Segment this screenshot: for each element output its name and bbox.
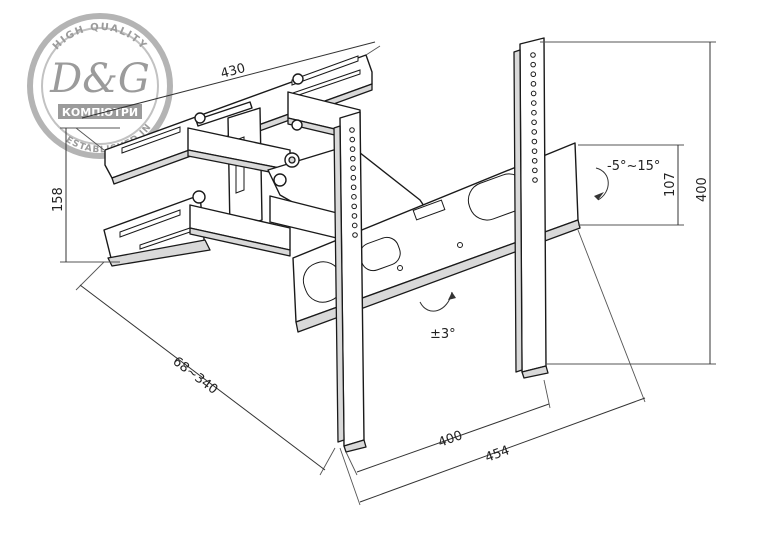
logo-brand: D&G: [49, 56, 150, 102]
dim-tv-plate-height: 107: [663, 172, 678, 197]
rail-hole: [532, 177, 538, 183]
rail-hole: [531, 119, 537, 126]
rail-hole: [530, 61, 536, 68]
rail-hole: [350, 155, 356, 162]
rail-hole: [531, 129, 538, 135]
rail-hole: [530, 90, 537, 97]
rail-hole: [351, 203, 357, 210]
rail-hole: [352, 232, 358, 238]
rail-hole: [530, 81, 537, 87]
rail-hole: [349, 146, 356, 152]
rail-hole: [350, 174, 357, 181]
rail-hole: [530, 52, 536, 58]
dim-swivel: ±3°: [430, 327, 456, 342]
rail-hole: [530, 71, 537, 78]
dim-tilt: -5°~15°: [607, 159, 660, 174]
rail-hole: [351, 213, 358, 219]
rail-hole: [349, 136, 356, 143]
rail-hole: [349, 127, 355, 133]
rail-hole: [532, 167, 538, 174]
vesa-rail-right: [513, 37, 549, 379]
rail-hole: [531, 148, 538, 154]
rail-hole: [531, 109, 537, 116]
dim-wall-plate-height: 158: [51, 187, 66, 212]
dim-vesa-vertical: 400: [695, 177, 710, 202]
dim-extension: 68~340: [170, 354, 221, 397]
rail-hole: [350, 184, 357, 191]
rail-hole: [531, 138, 538, 145]
rail-hole: [351, 194, 357, 200]
swing-arms: [187, 73, 431, 257]
dimension-lines: [60, 41, 716, 506]
rail-hole: [351, 222, 358, 229]
logo-ring-mid: КОМПЮТРИ: [62, 106, 138, 119]
dim-vesa-horizontal: 400: [436, 428, 464, 451]
dim-wall-plate-width: 430: [219, 61, 247, 82]
rail-hole: [530, 100, 537, 106]
rail-hole: [531, 157, 538, 164]
vesa-rail-left: [333, 111, 367, 453]
tv-plate: [292, 142, 581, 333]
dim-overall-width: 454: [483, 443, 511, 466]
rail-hole: [350, 165, 356, 171]
